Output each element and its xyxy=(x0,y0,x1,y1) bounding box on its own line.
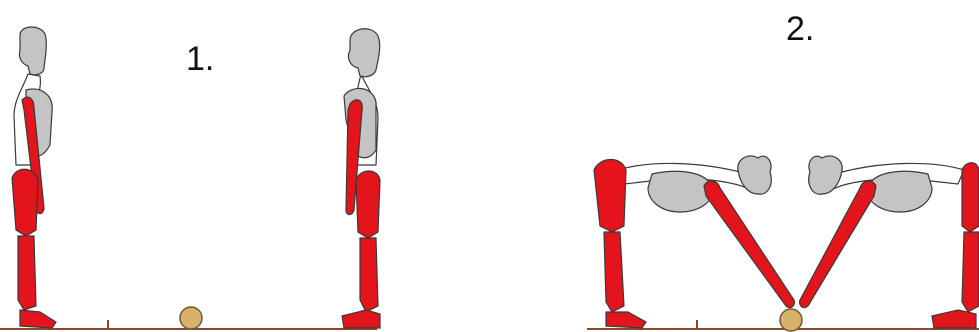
head xyxy=(19,27,46,75)
step-label-1: 1. xyxy=(186,40,214,78)
standing-figure-left xyxy=(12,27,56,328)
shin xyxy=(18,236,36,310)
shin xyxy=(962,232,979,312)
ball-2 xyxy=(780,309,802,331)
arm xyxy=(800,181,876,308)
head xyxy=(738,156,771,194)
thigh xyxy=(594,160,626,233)
thigh xyxy=(962,163,979,232)
thigh xyxy=(12,169,38,236)
step-label-2: 2. xyxy=(786,10,814,48)
head xyxy=(809,156,842,194)
thigh xyxy=(356,171,380,238)
standing-figure-right xyxy=(342,29,380,328)
bent-figure-left xyxy=(594,156,794,328)
foot xyxy=(606,312,646,328)
panel-1: 1. xyxy=(0,27,380,329)
foot xyxy=(342,310,380,328)
torso xyxy=(648,171,713,212)
shin xyxy=(360,238,378,312)
arm xyxy=(704,181,794,308)
foot xyxy=(932,310,976,328)
foot xyxy=(20,310,56,328)
torso xyxy=(867,171,932,212)
panel-2: 2. xyxy=(587,10,979,331)
shin xyxy=(604,232,624,312)
bent-figure-right xyxy=(800,156,979,328)
ball-1 xyxy=(180,307,202,329)
head xyxy=(348,29,379,77)
